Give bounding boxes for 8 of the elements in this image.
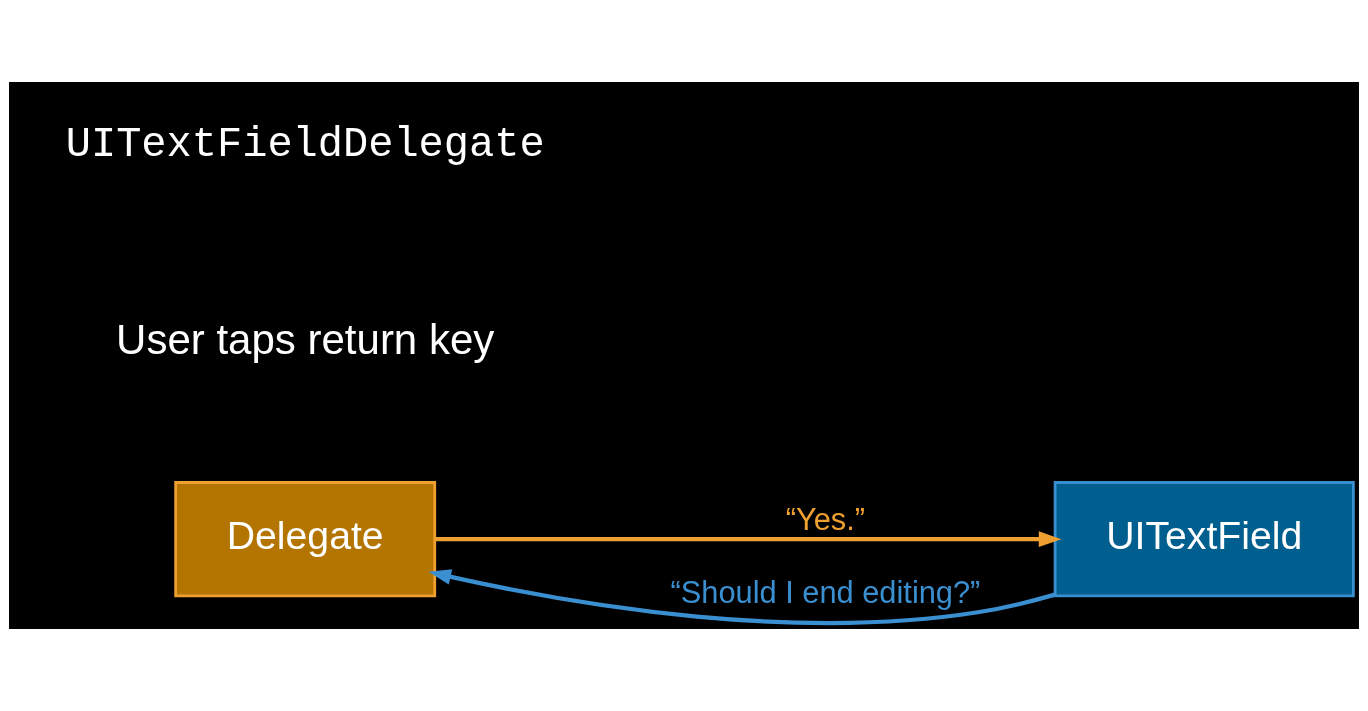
label: UITextFieldDelegate xyxy=(65,121,545,170)
arrow xyxy=(428,569,1056,626)
node-box: Delegate xyxy=(174,481,437,598)
node-box: UITextField xyxy=(1053,481,1355,598)
edge-label: “Should I end editing?” xyxy=(670,575,981,611)
edge-label: “Yes.” xyxy=(785,502,866,538)
arrow xyxy=(435,531,1062,548)
label: User taps return key xyxy=(116,315,495,363)
